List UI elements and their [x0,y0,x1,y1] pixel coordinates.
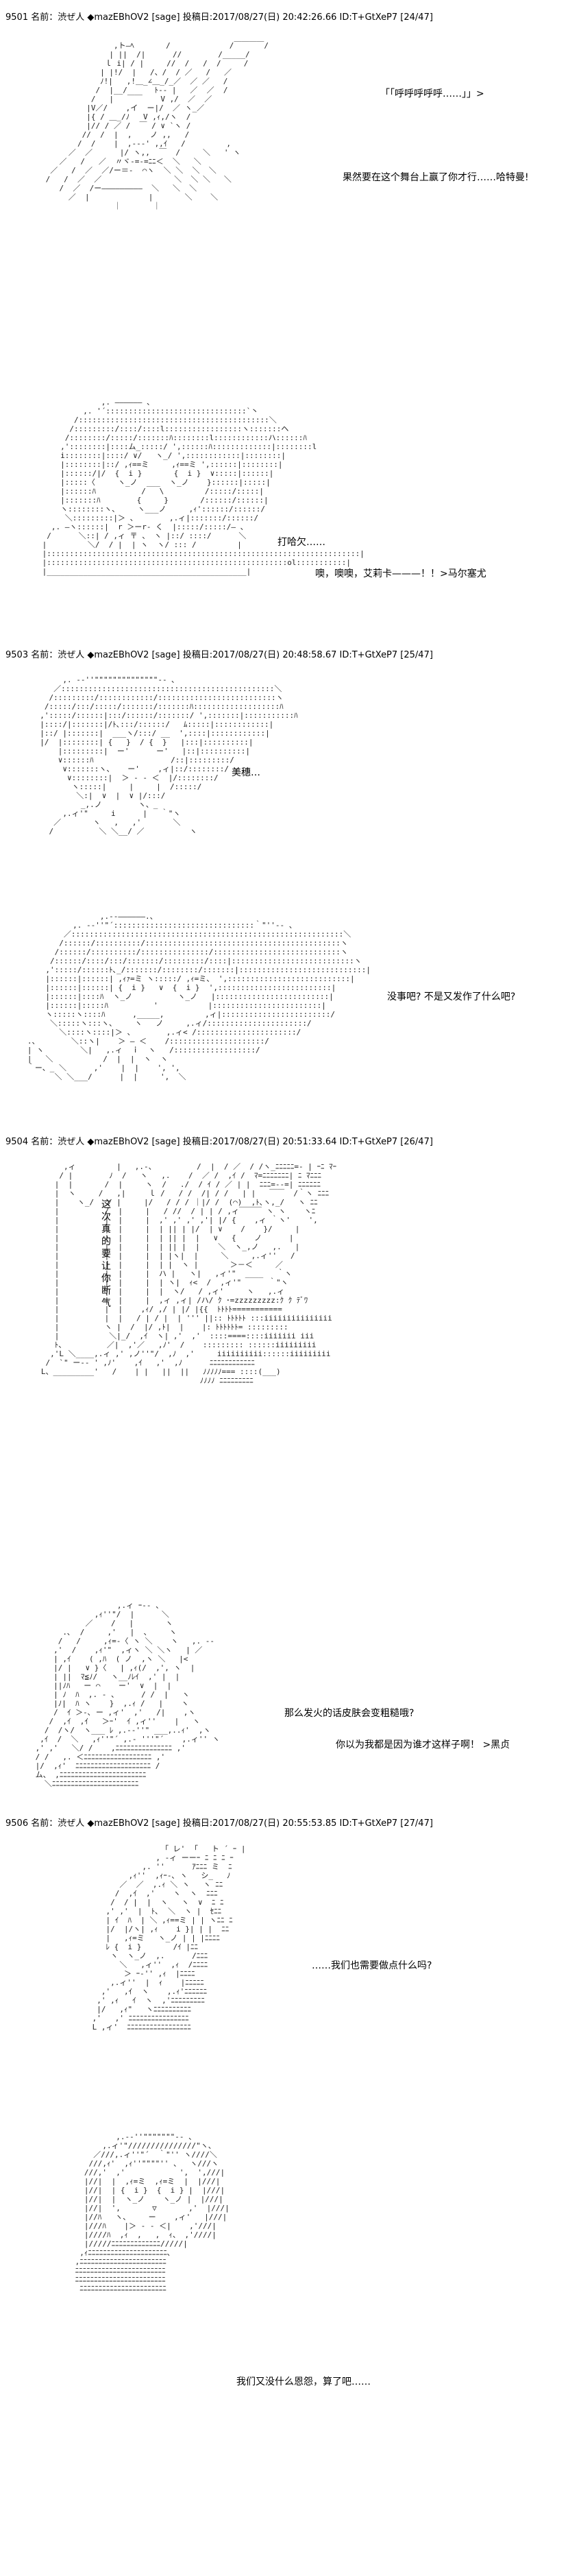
dialog-line: 果然要在这个舞台上赢了你才行……哈特曼! [343,172,529,183]
ascii-art-figure: ,. ―――――― 、 ,. '´:::::::::::::::::::::::… [42,398,364,576]
dialog-line: 「「呼呼呼呼呼……」」> [380,88,484,99]
post-header: 9503 名前：渋ぜ人 ◆mazEBhOV2 [sage] 投稿日:2017/0… [5,650,433,660]
dialog-line: 没事吧? 不是又发作了什么吧? [387,991,516,1002]
ascii-art-figure: ,.ィ ｰ-- 、 ,ｨ''"/ | ＼ ／ / | ヽ .､ / ,' | 、… [35,1601,220,1788]
post-header: 9504 名前：渋ぜ人 ◆mazEBhOV2 [sage] 投稿日:2017/0… [5,1137,433,1147]
ascii-art-figure: ,.-‐''"""""""‐- 、 ,.ィ'"///////////////"ヽ… [75,2132,230,2293]
dialog-line: ……我们也需要做点什么吗? [312,1960,432,1971]
ascii-art-figure: ,.--――――――.、 ,. -‐''"´::::::::::::::::::… [27,912,371,1081]
ascii-art-figure: ,ト―ﾍ / /￣￣￣￣/ | || /| // /_____/ ｌ i| / … [45,41,269,210]
ascii-art-figure: ,. -‐''""""""""""""""‐- ､ ／:::::::::::::… [40,675,298,836]
ascii-art-figure: ,ィ | ,.-、 / | / ／ / /ヽ_ﾆﾆﾆﾆﾆ=- | ｰﾆ ﾏｰ /… [40,1162,337,1385]
ascii-art-figure: ｢ レ' ｢ ト ´ ｰ | , -ィ ーーｰ ﾆ ﾆ ﾆ ｰ ,. '' ｱﾆ… [92,1844,246,2032]
dialog-line: 你以为我都是因为谁才这样子啊！ >黑贞 [336,1740,510,1750]
dialog-line: 美穗… [232,767,260,778]
vertical-dialog: 这次真的要让你断气 [101,1199,111,1309]
dialog-line: 噢，噢噢，艾莉卡———！！>马尔塞尤 [315,568,486,579]
post-header: 9506 名前：渋ぜ人 ◆mazEBhOV2 [sage] 投稿日:2017/0… [5,1818,433,1829]
dialog-line: 我们又没什么恩怨，算了吧…… [236,2376,371,2387]
dialog-line: 打哈欠…… [277,537,325,548]
post-header: 9501 名前：渋ぜ人 ◆mazEBhOV2 [sage] 投稿日:2017/0… [5,12,433,23]
dialog-line: 那么发火的话皮肤会变粗糙哦? [284,1708,415,1719]
